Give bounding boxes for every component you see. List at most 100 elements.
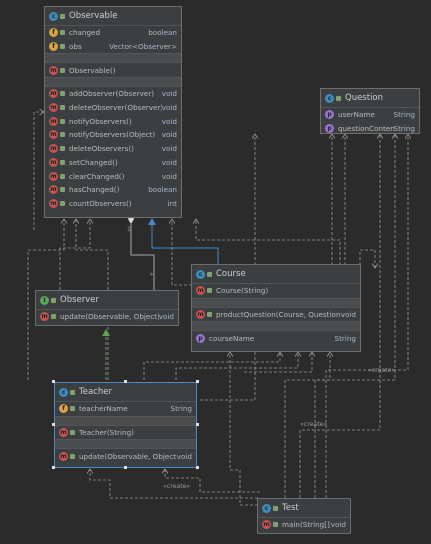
method-icon: m [49,198,58,208]
selection-handle[interactable] [124,466,127,469]
selection-handle[interactable] [196,423,199,426]
lock-icon [70,406,75,412]
lock-icon [60,187,65,193]
method-icon: m [49,103,58,113]
class-icon: c [59,387,68,397]
property-icon: p [325,124,334,134]
dep-line-1 [33,112,44,230]
test-title: Test [282,503,299,513]
separator [192,321,360,332]
class-icon: c [262,503,271,513]
method-icon: m [59,428,68,438]
public-icon [336,95,341,101]
property-icon: p [196,333,205,343]
observable-title: Observable [69,11,118,21]
dep-line-2 [59,219,90,290]
method-icon: m [49,157,58,167]
selection-handle[interactable] [52,380,55,383]
lock-icon [51,314,56,320]
dep-line-19 [165,469,260,493]
method-icon: m [49,116,58,126]
lock-icon [60,200,65,206]
method-icon: m [49,144,58,154]
dep-line-12 [244,352,312,373]
lock-icon [60,67,65,73]
observable-header[interactable]: c Observable [45,7,181,26]
observer-header[interactable]: I Observer [36,291,178,310]
public-icon [60,13,65,19]
method-icon: m [262,520,271,530]
separator [55,415,196,426]
question-header[interactable]: c Question [321,89,419,108]
course-header[interactable]: c Course [192,265,360,284]
teacher-title: Teacher [79,387,112,397]
dep-line-6 [196,219,341,265]
dep-line-7 [359,249,375,280]
dep-line-14 [299,134,380,498]
multiplicity-many: * [150,272,154,279]
teacher-header[interactable]: c Teacher [55,383,196,402]
dep-line-5 [172,219,192,286]
multiplicity-one: 1 [127,226,131,233]
lock-icon [60,91,65,97]
interface-icon: I [40,295,49,305]
method-icon: m [49,65,58,75]
lock-icon [70,430,75,436]
dep-line-13 [200,134,255,401]
dep-line-18 [230,352,258,506]
lock-icon [273,522,278,528]
class-icon: c [325,93,334,103]
lock-icon [207,288,212,294]
field-icon: f [49,42,58,52]
method-icon: m [49,185,58,195]
lock-icon [60,173,65,179]
selection-handle[interactable] [52,466,55,469]
class-icon: c [49,11,58,21]
lock-icon [60,146,65,152]
selection-handle[interactable] [124,380,127,383]
test-header[interactable]: c Test [258,499,350,518]
selection-handle[interactable] [196,466,199,469]
create-label-2: «create» [300,421,328,428]
separator [192,297,360,308]
method-icon: m [49,89,58,99]
create-label-1: «create» [368,367,396,374]
dep-line-3 [27,219,64,380]
class-icon: c [196,269,205,279]
selection-handle[interactable] [52,423,55,426]
public-icon [51,297,56,303]
method-icon: m [40,312,49,322]
selection-handle[interactable] [196,380,199,383]
separator [45,77,181,88]
lock-icon [70,453,75,459]
